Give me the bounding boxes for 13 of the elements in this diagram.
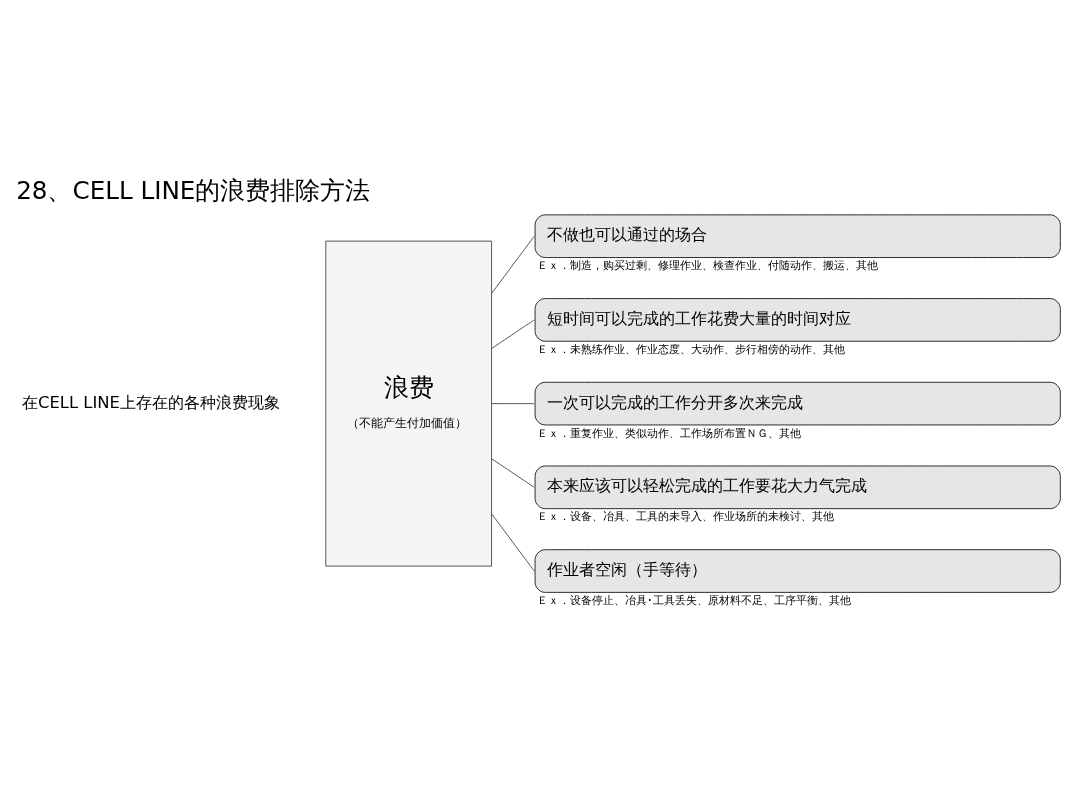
node-label: Ｅｘ．制造，购买过剩、修理作业、検查作业、付随动作、搬运、其他 bbox=[536, 258, 878, 272]
label: 在CELL LINE上存在的各种浪费现象 bbox=[22, 392, 280, 412]
node-label: Ｅｘ．设备停止、冶具･工具丢失、原材料不足、工序平衡、其他 bbox=[536, 593, 851, 607]
connector bbox=[491, 402, 535, 404]
connector bbox=[491, 457, 535, 488]
node-box: 浪费 （不能产生付加価值） bbox=[325, 240, 492, 567]
connector bbox=[491, 513, 535, 571]
node-label: Ｅｘ．设备、冶具、工具的未导入、作业场所的未検讨、其他 bbox=[536, 509, 834, 523]
diagram-title: 28、CELL LINE的浪费排除方法 bbox=[16, 175, 371, 205]
connector bbox=[491, 235, 535, 294]
node-label: Ｅｘ．重复作业、类似动作、工作场所布置ＮＧ、其他 bbox=[536, 426, 801, 440]
node-label: Ｅｘ．未熟练作业、作业态度、大动作、步行相傍的动作、其他 bbox=[536, 342, 845, 356]
connector bbox=[491, 319, 535, 349]
